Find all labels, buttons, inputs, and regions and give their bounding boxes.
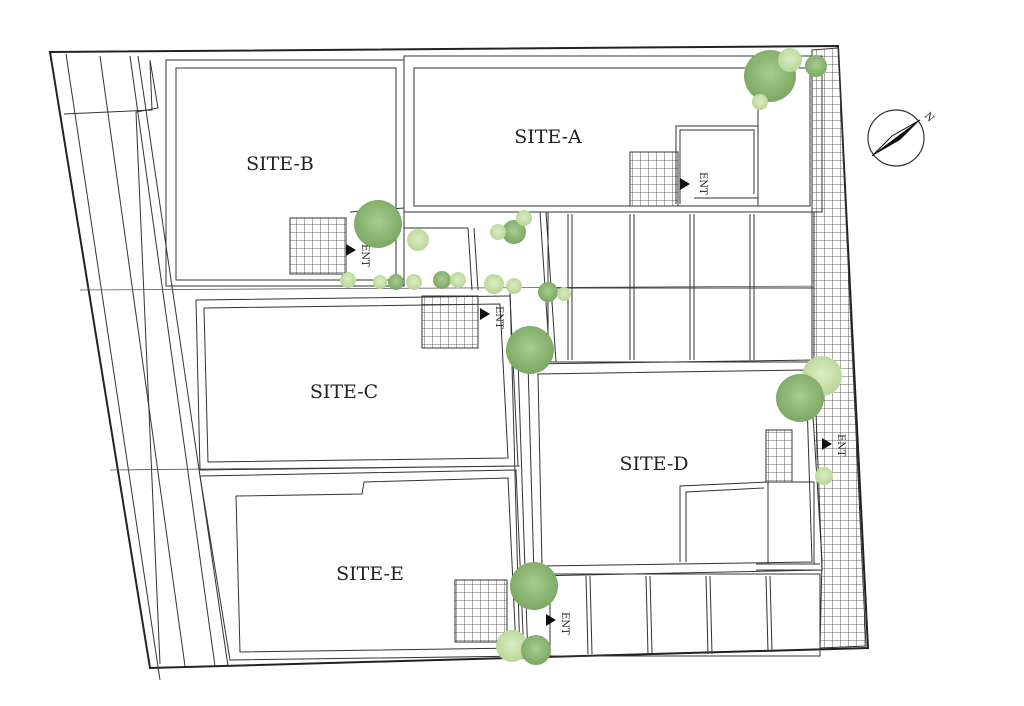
site-b-label: SITE-B <box>246 153 314 175</box>
site-d-lot: SITE-D ENT <box>527 359 846 577</box>
site-d-entrance-label: ENT <box>835 434 846 457</box>
tree-icon <box>496 630 551 665</box>
tree-icon <box>354 200 429 251</box>
site-d-label: SITE-D <box>619 453 688 475</box>
entrance-arrow-icon <box>346 244 356 256</box>
entrance-arrow-icon <box>546 614 556 626</box>
trees <box>340 48 842 665</box>
north-compass: N <box>867 109 936 167</box>
site-b-entrance-label: ENT <box>359 244 370 267</box>
entrance-arrow-icon <box>680 178 690 190</box>
compass-north-label: N <box>922 111 936 125</box>
site-a-label: SITE-A <box>514 126 582 148</box>
entrance-arrow-icon <box>480 308 490 320</box>
site-a-entrance-marker: ENT <box>680 172 708 195</box>
tree-icon <box>490 210 532 244</box>
site-a-entrance-label: ENT <box>697 172 708 195</box>
site-b-entrance-marker: ENT <box>346 244 370 267</box>
site-boundary <box>48 44 870 681</box>
parking-area-lower <box>549 573 821 657</box>
tree-icon <box>510 562 558 610</box>
site-e-entrance-marker: ENT <box>546 612 570 635</box>
site-c-entrance-marker: ENT <box>480 306 504 329</box>
site-d-entrance-marker: ENT <box>822 434 846 457</box>
entrance-arrow-icon <box>822 438 832 450</box>
site-c-lot: SITE-C ENT <box>195 295 519 471</box>
site-e-entrance-label: ENT <box>559 612 570 635</box>
tree-icon <box>776 356 842 485</box>
tree-icon <box>744 48 827 110</box>
site-e-label: SITE-E <box>336 563 404 585</box>
site-c-entrance-label: ENT <box>493 306 504 329</box>
site-c-label: SITE-C <box>310 381 378 403</box>
hedge-row-icon <box>340 271 571 302</box>
site-b-lot: SITE-B ENT <box>165 56 468 287</box>
tree-icon <box>506 326 554 374</box>
